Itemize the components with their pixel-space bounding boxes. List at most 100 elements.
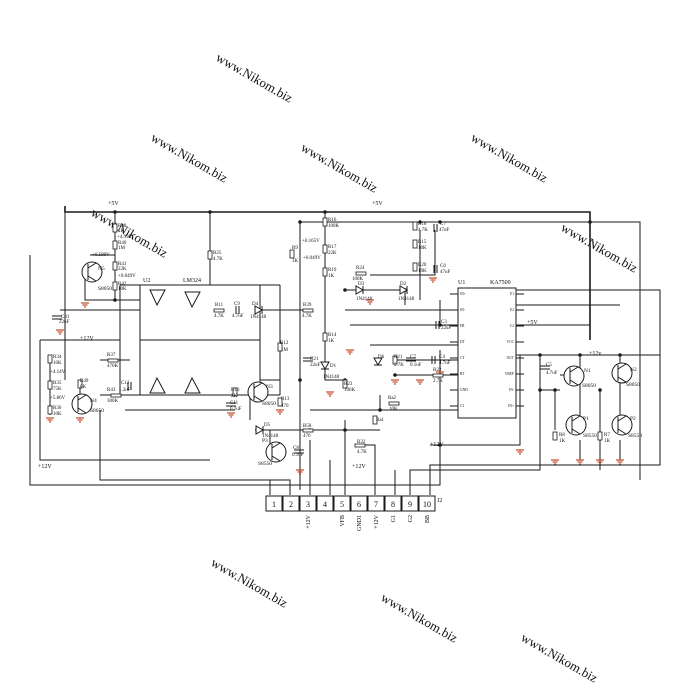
resistor-value: 300K	[107, 399, 119, 404]
connector-pin-number: 8	[391, 500, 395, 509]
resistor-ref: R36	[53, 406, 62, 411]
ic-pin-label: IN-	[509, 388, 515, 392]
capacitor-value: 0.1uF	[292, 453, 304, 458]
junction-dot	[598, 388, 602, 392]
connector-pin	[350, 495, 368, 512]
voltage-reading: +0.599V	[92, 253, 110, 258]
resistor-ref: R22	[433, 368, 442, 373]
ic-pin-label: CT	[460, 356, 465, 360]
ic-pin-label: IN-	[460, 308, 466, 312]
transistor-part: S8550	[628, 433, 642, 439]
connector-pin	[333, 495, 351, 512]
resistor-ref: R34	[53, 355, 62, 360]
ground-symbol	[276, 409, 284, 415]
ground-symbol	[596, 459, 604, 465]
capacitor-ref: C21	[310, 357, 319, 362]
transistor-part: S8050	[582, 383, 596, 389]
ic-pins: IN+IN-FBDTCTRTGNDC1E1E2C2VCCOUTVREFIN-IN…	[450, 292, 524, 408]
diode-ref: D3	[358, 282, 365, 287]
resistor-ref: Ra2	[388, 396, 397, 401]
resistor-ref: R42	[118, 282, 127, 287]
resistor-ref: R35	[53, 381, 62, 386]
diode-ref: D5	[264, 423, 271, 428]
junction-dot	[588, 220, 592, 224]
diode-part: 1N4148	[262, 434, 279, 439]
capacitor-ref: C7	[410, 355, 416, 360]
connector-pin-label: G2	[408, 515, 414, 522]
watermark-text: www.Nikom.biz	[299, 140, 381, 196]
ground-symbol	[227, 412, 235, 418]
resistor-ref: R16	[328, 218, 337, 223]
transistor-part: S8050	[262, 401, 276, 407]
capacitor-c9: C94.7uF	[232, 302, 244, 319]
transistor-part: S8050	[98, 286, 112, 292]
resistor-value: 22K	[328, 251, 337, 256]
resistor-value: 1K	[292, 259, 299, 264]
resistor-value: 1M	[118, 246, 126, 251]
capacitor-value: 22uF	[59, 320, 70, 325]
capacitor-ref: C6	[440, 264, 446, 269]
diode-d6: D6	[373, 355, 385, 367]
transistor-n5: N5 S8050	[81, 261, 112, 292]
capacitor-value: 22uF	[441, 326, 452, 331]
resistor-ra1: Ra1	[372, 415, 385, 425]
resistor-ref: R18	[418, 222, 427, 227]
resistor-value: 100K	[328, 224, 340, 229]
transistor-ref: P1	[583, 416, 589, 422]
junction-dot	[618, 353, 622, 357]
resistor-value: 4.7K	[418, 228, 428, 233]
resistor-value: 4.7K	[302, 314, 312, 319]
connector-pin	[282, 495, 300, 512]
resistor-value: 2K	[231, 394, 238, 399]
resistor-ref: R38	[118, 224, 127, 229]
transistor-ref: P3	[262, 438, 268, 444]
resistor-value: 1K	[328, 339, 335, 344]
ic-u1-ka7500: U1 KA7500 IN+IN-FBDTCTRTGNDC1E1E2C2VCCOU…	[450, 280, 524, 419]
ground-symbol	[616, 459, 624, 465]
resistor-ref: R14	[328, 333, 337, 338]
transistor-part: S8550	[583, 433, 597, 439]
supply-label: +12V	[80, 336, 94, 342]
connector-pin-label: +12V	[374, 514, 380, 528]
resistor-value: 1K	[328, 274, 335, 279]
connector-pin-number: 10	[423, 500, 431, 509]
transistor-p3: P3 S8550	[258, 438, 287, 467]
junction-dot	[578, 353, 582, 357]
ground-symbol	[416, 379, 424, 385]
ic-ref: U2	[143, 278, 150, 284]
ic-pin-label: GND	[460, 388, 468, 392]
ic-ref: U1	[458, 280, 465, 286]
ic-pin-label: VREF	[505, 372, 514, 376]
resistor-value: 1K	[604, 439, 611, 444]
ic-pin-label: OUT	[507, 356, 515, 360]
capacitor-value: 1.2uF	[119, 388, 131, 393]
ground-symbol	[391, 379, 399, 385]
watermark-text: www.Nikom.biz	[379, 590, 461, 646]
watermark-text: www.Nikom.biz	[519, 630, 601, 686]
ic-pin-label: RT	[460, 372, 465, 376]
ic-pin-label: E1	[510, 292, 514, 296]
transistor-ref: N2	[630, 367, 637, 373]
connector-pin	[418, 495, 436, 512]
supply-label: +5V	[372, 201, 383, 207]
junction-dot	[343, 288, 347, 292]
capacitor-ref: C4	[439, 355, 445, 360]
resistor-value: 8K	[80, 385, 87, 390]
resistor-value: 1M	[281, 348, 289, 353]
resistor-ref: R15	[418, 240, 427, 245]
voltage-reading: +4.995V	[117, 235, 135, 240]
ic-pin-label: IN+	[460, 292, 466, 296]
